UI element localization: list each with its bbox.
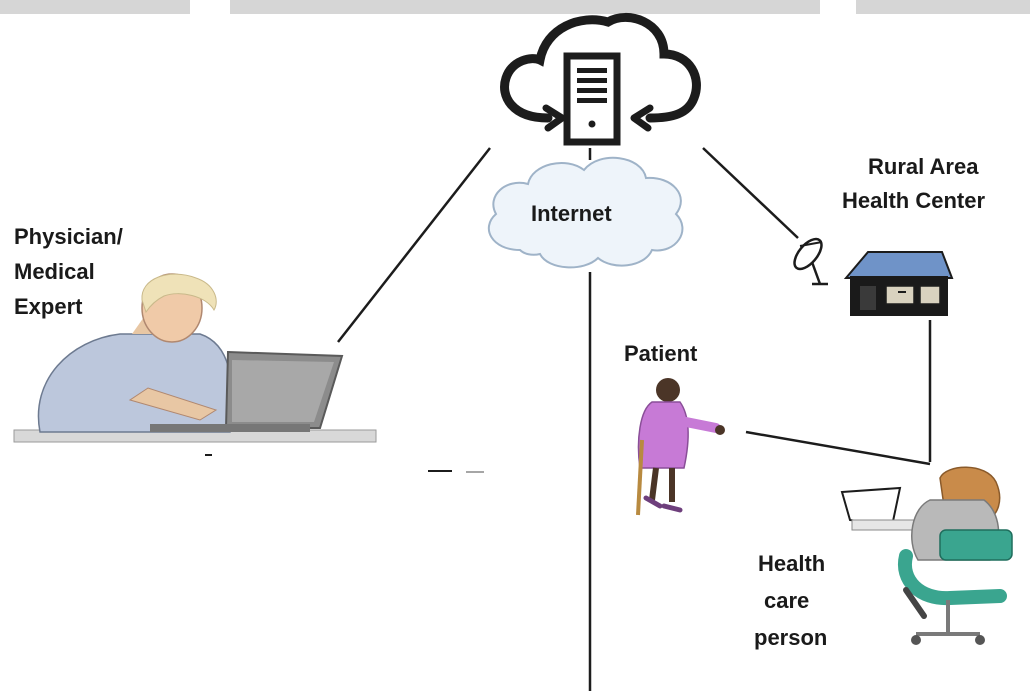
physician-label-line-1: Physician/	[14, 224, 123, 249]
health-care-label-line-2: care	[764, 588, 810, 613]
cloud-server-icon	[500, 13, 701, 146]
line-patient-to-health-worker	[745, 430, 931, 466]
top-banner	[0, 0, 1030, 14]
internet-label: Internet	[531, 201, 612, 226]
rural-center-label-line-2: Health Center	[842, 188, 986, 213]
connection-lines	[205, 147, 932, 691]
physician-label-line-3: Expert	[14, 294, 83, 319]
internet-cloud-icon	[487, 156, 684, 269]
physician-at-laptop-illustration	[13, 273, 377, 443]
health-care-label-line-3: person	[754, 625, 828, 650]
banner-notch	[820, 0, 856, 14]
rural-center-label-line-1: Rural Area	[868, 154, 979, 179]
satellite-dish-icon	[793, 237, 828, 286]
patient-label: Patient	[624, 341, 698, 366]
physician-label-line-2: Medical	[14, 259, 95, 284]
patient-illustration	[636, 378, 725, 516]
banner-notch	[190, 0, 230, 14]
health-care-worker-illustration	[840, 466, 1013, 645]
health-center-house-icon	[843, 251, 954, 316]
line-cloud-to-rural-center	[702, 147, 799, 239]
health-care-label-line-1: Health	[758, 551, 826, 576]
line-cloud-to-physician	[337, 147, 491, 343]
